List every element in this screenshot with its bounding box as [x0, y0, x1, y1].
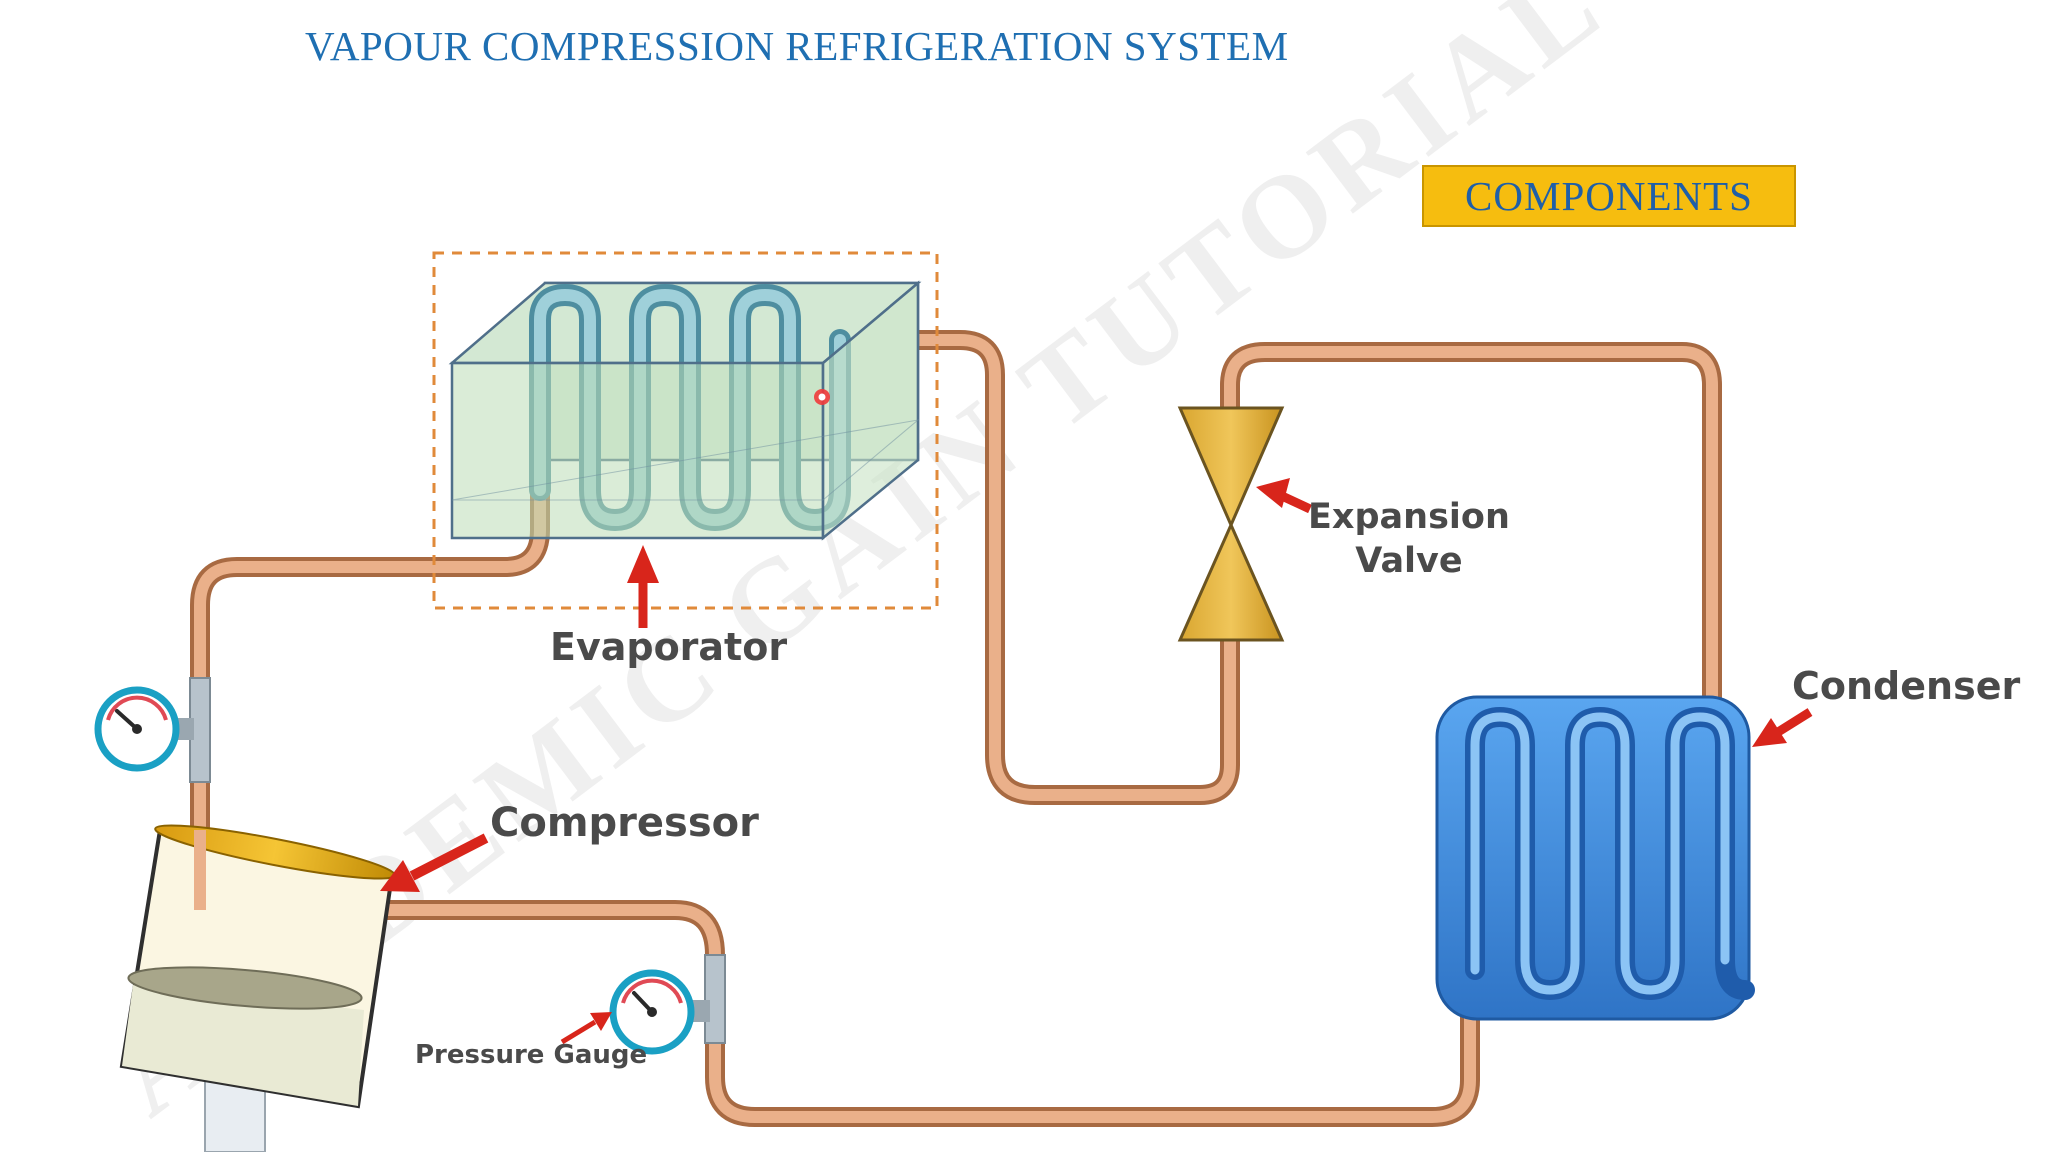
label-condenser: Condenser [1792, 664, 2021, 708]
arrow-expansion-valve [1280, 491, 1312, 514]
evaporator-highlight-box [432, 251, 939, 610]
compressor [119, 824, 396, 1153]
condenser [1435, 695, 1755, 1021]
arrow-compressor [409, 833, 489, 881]
pipe-collar-bottom [704, 954, 726, 1044]
label-expansion-valve: Expansion Valve [1308, 495, 1510, 583]
evaporator [432, 251, 939, 610]
pressure-gauge-bottom [609, 969, 710, 1055]
arrow-condenser [1775, 708, 1813, 736]
pressure-gauge-left [94, 686, 194, 772]
pointer-arrows [380, 478, 1813, 1045]
arrow-pressure-gauge [560, 1019, 597, 1045]
label-compressor: Compressor [490, 800, 759, 846]
label-expansion-line1: Expansion [1308, 497, 1510, 537]
label-evaporator: Evaporator [550, 625, 788, 669]
page-title: VAPOUR COMPRESSION REFRIGERATION SYSTEM [305, 23, 1289, 69]
refrigerant-pipes [190, 330, 1722, 1127]
expansion-valve [1177, 406, 1285, 642]
pipe-condenser-to-compressor [330, 900, 1480, 1127]
label-pressure-gauge: Pressure Gauge [415, 1040, 648, 1070]
components-banner: COMPONENTS [1422, 165, 1796, 227]
compressor-piston [127, 966, 363, 1010]
label-expansion-line2: Valve [1355, 541, 1463, 581]
